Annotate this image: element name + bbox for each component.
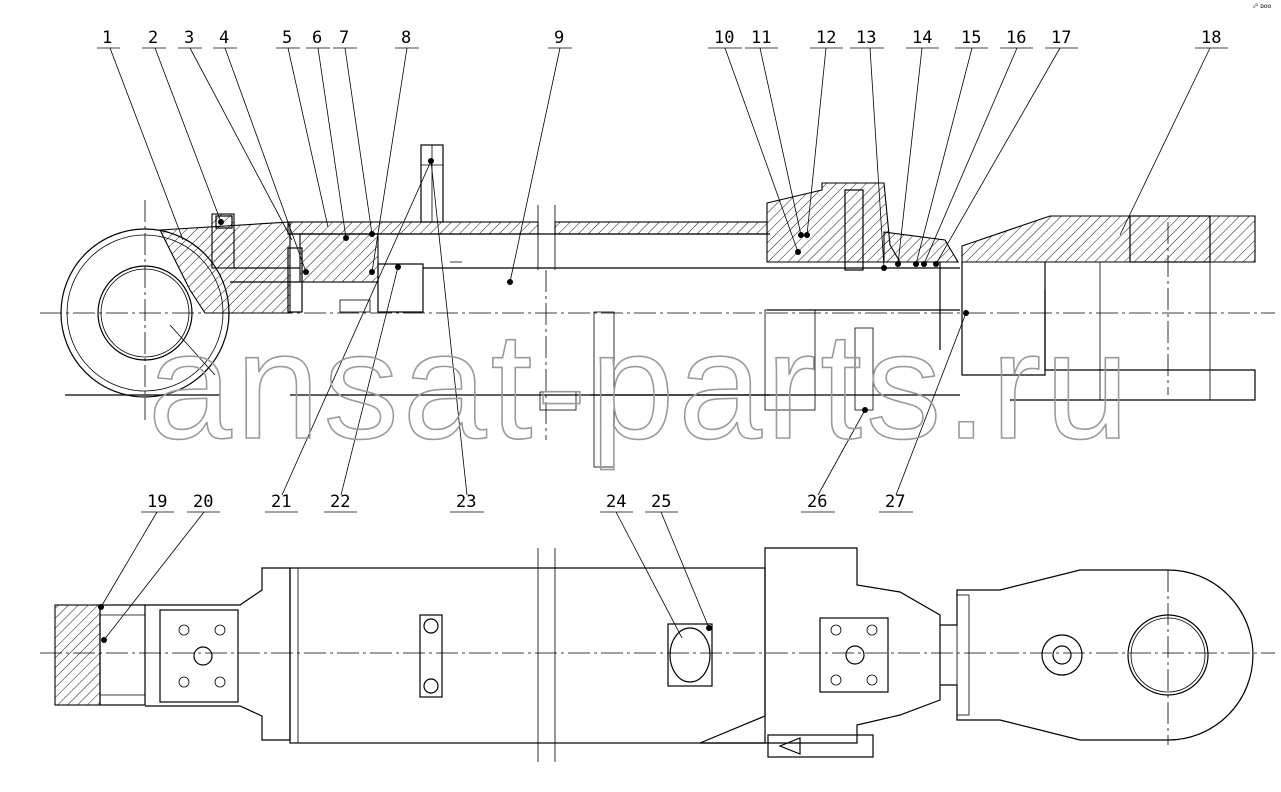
rear-eye-cap <box>60 213 291 398</box>
section-view <box>40 144 1275 468</box>
callout-21: 21 <box>271 492 291 512</box>
rod-clevis <box>961 215 1256 401</box>
callout-14: 14 <box>912 28 932 48</box>
piston-rod <box>423 261 960 468</box>
callout-11: 11 <box>751 28 771 48</box>
callout-13: 13 <box>856 28 876 48</box>
cylinder-head <box>764 182 960 411</box>
callout-6: 6 <box>312 28 322 48</box>
callout-17: 17 <box>1051 28 1071 48</box>
callout-24: 24 <box>606 492 626 512</box>
corner-mark: ₀ᴰ ᴅᴏᴏ <box>1253 3 1272 10</box>
callout-23: 23 <box>456 492 476 512</box>
callout-15: 15 <box>961 28 981 48</box>
callout-27: 27 <box>885 492 905 512</box>
callout-25: 25 <box>651 492 671 512</box>
callout-12: 12 <box>816 28 836 48</box>
callout-10: 10 <box>714 28 734 48</box>
callout-labels: 1 2 3 4 5 6 7 8 9 10 11 12 13 14 15 16 1… <box>97 28 1228 513</box>
callout-16: 16 <box>1006 28 1026 48</box>
leader-lines <box>100 47 1211 641</box>
callout-20: 20 <box>193 492 213 512</box>
callout-26: 26 <box>807 492 827 512</box>
callout-22: 22 <box>330 492 350 512</box>
exterior-view <box>40 547 1275 762</box>
callout-5: 5 <box>282 28 292 48</box>
callout-2: 2 <box>148 28 158 48</box>
watermark-text: ansat-parts.ru <box>148 301 1133 471</box>
callout-4: 4 <box>219 28 229 48</box>
callout-19: 19 <box>147 492 167 512</box>
callout-9: 9 <box>554 28 564 48</box>
callout-3: 3 <box>184 28 194 48</box>
callout-8: 8 <box>401 28 411 48</box>
oil-port <box>420 144 444 223</box>
piston <box>230 233 424 313</box>
callout-7: 7 <box>339 28 349 48</box>
callout-1: 1 <box>102 28 112 48</box>
callout-18: 18 <box>1201 28 1221 48</box>
